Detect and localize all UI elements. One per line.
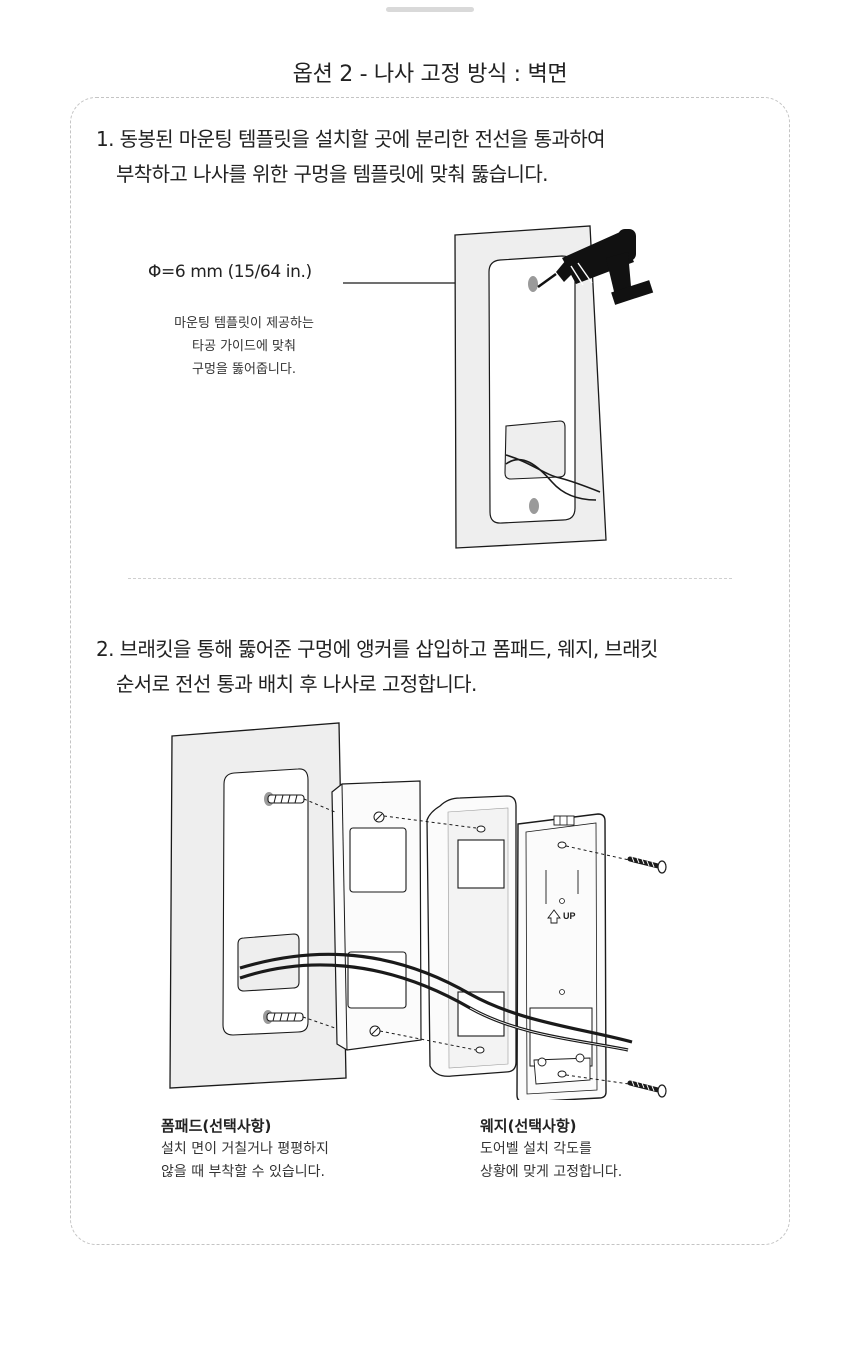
top-anchor-icon bbox=[264, 792, 305, 806]
wire-2 bbox=[239, 952, 633, 1044]
drill-diameter-label: Φ=6 mm (15/64 in.) bbox=[148, 262, 312, 282]
top-drill-hole bbox=[528, 276, 538, 292]
wire-1 bbox=[505, 454, 601, 493]
bottom-anchor-icon bbox=[263, 1010, 304, 1024]
page-title: 옵션 2 - 나사 고정 방식 : 벽면 bbox=[292, 62, 568, 87]
wire-2 bbox=[505, 458, 597, 501]
wedge-title: 웨지(선택사항) bbox=[480, 1117, 577, 1135]
bottom-screw-icon bbox=[627, 1080, 667, 1098]
drill-guide-note: 마운팅 템플릿이 제공하는 타공 가이드에 맞춰 구멍을 뚫어줍니다. bbox=[146, 312, 342, 381]
foam-pad-note: 폼패드(선택사항) 설치 면이 거칠거나 평평하지 않을 때 부착할 수 있습니… bbox=[161, 1115, 329, 1184]
step-2-instruction: 2. 브래킷을 통해 뚫어준 구멍에 앵커를 삽입하고 폼패드, 웨지, 브래킷… bbox=[96, 632, 658, 702]
step-1-instruction: 1. 동봉된 마운팅 템플릿을 설치할 곳에 분리한 전선을 통과하여 부착하고… bbox=[96, 122, 606, 192]
mounting-template bbox=[488, 255, 576, 524]
wire-opening bbox=[504, 420, 566, 480]
template-outline bbox=[222, 768, 309, 1036]
section-divider bbox=[128, 578, 732, 579]
up-arrow-icon bbox=[547, 909, 561, 924]
foam-pad-title: 폼패드(선택사항) bbox=[161, 1117, 272, 1135]
step-1-line-2: 부착하고 나사를 위한 구멍을 템플릿에 맞춰 뚫습니다. bbox=[116, 162, 549, 186]
power-drill-icon bbox=[537, 229, 654, 305]
alignment-guides bbox=[302, 798, 630, 1085]
up-label: UP bbox=[563, 911, 576, 921]
guide-line-3: 구멍을 뚫어줍니다. bbox=[192, 362, 296, 377]
wedge-desc-1: 도어벨 설치 각도를 bbox=[480, 1141, 592, 1157]
instruction-card bbox=[70, 97, 790, 1245]
foam-pad-desc-2: 않을 때 부착할 수 있습니다. bbox=[161, 1164, 325, 1180]
top-screw-icon bbox=[627, 856, 667, 874]
template-drilling-illustration bbox=[343, 225, 654, 549]
guide-line-1: 마운팅 템플릿이 제공하는 bbox=[174, 316, 314, 331]
wedge-desc-2: 상황에 맞게 고정합니다. bbox=[480, 1164, 623, 1180]
bracket-assembly-illustration: UP bbox=[169, 722, 667, 1100]
bottom-drill-hole bbox=[529, 498, 539, 514]
wedge-note: 웨지(선택사항) 도어벨 설치 각도를 상황에 맞게 고정합니다. bbox=[480, 1115, 622, 1184]
foam-pad-desc-1: 설치 면이 거칠거나 평평하지 bbox=[161, 1141, 329, 1157]
guide-line-2: 타공 가이드에 맞춰 bbox=[192, 339, 296, 354]
sheet-drag-handle[interactable] bbox=[386, 7, 474, 12]
step-2-line-1: 2. 브래킷을 통해 뚫어준 구멍에 앵커를 삽입하고 폼패드, 웨지, 브래킷 bbox=[96, 637, 658, 661]
step-1-line-1: 1. 동봉된 마운팅 템플릿을 설치할 곳에 분리한 전선을 통과하여 bbox=[96, 127, 606, 151]
wall-opening bbox=[237, 933, 300, 992]
step-2-line-2: 순서로 전선 통과 배치 후 나사로 고정합니다. bbox=[116, 672, 477, 696]
